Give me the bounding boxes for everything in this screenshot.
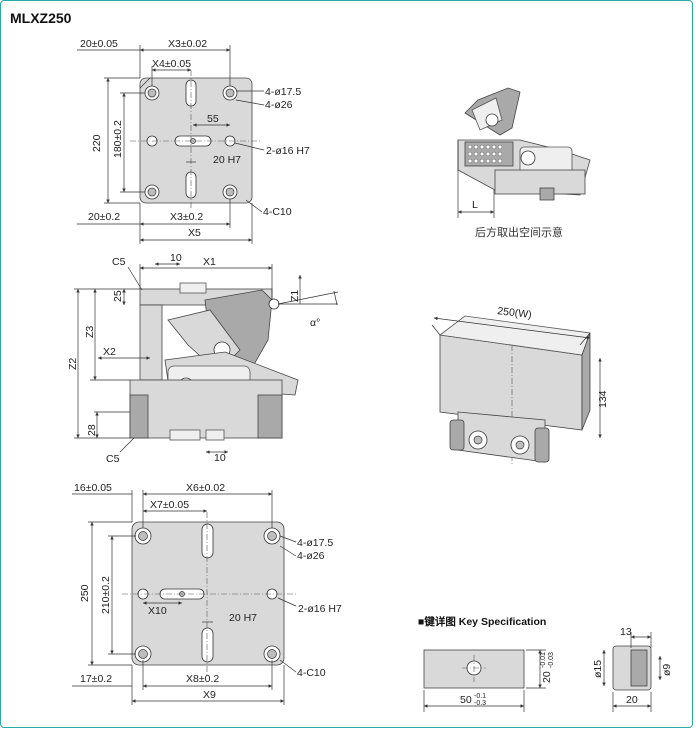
iso-view: 250(W) 134 xyxy=(431,305,609,465)
base-body xyxy=(129,379,283,439)
dim-10-top: 10 xyxy=(170,252,182,264)
dim-l: L xyxy=(472,199,478,211)
page-title: MLXZ250 xyxy=(10,10,72,26)
label-holes-17-5: 4-ø17.5 xyxy=(265,86,301,98)
dim-250w: 250(W) xyxy=(497,305,533,321)
label-chamfer: 4-C10 xyxy=(263,206,292,218)
key-side-20: 20 xyxy=(626,694,638,706)
dim-z1: Z1 xyxy=(289,290,301,302)
dim-z2: Z2 xyxy=(67,358,79,370)
label-chamfer-large: 4-C10 xyxy=(297,667,326,679)
dim-134: 134 xyxy=(597,390,609,408)
label-holes-26: 4-ø26 xyxy=(265,99,293,111)
dim-210: 210±0.2 xyxy=(100,576,112,614)
side-view: X1 10 C5 25 Z1 α° Z3 X2 Z2 28 C5 10 xyxy=(67,252,339,465)
dim-20-005: 20±0.05 xyxy=(80,38,118,50)
label-pin-holes-large: 2-ø16 H7 xyxy=(298,603,342,615)
dim-x7: X7±0.05 xyxy=(150,499,189,511)
key-height: 20 xyxy=(541,671,553,683)
dim-10-bottom: 10 xyxy=(214,452,226,464)
dim-17-02: 17±0.2 xyxy=(80,673,112,685)
key-side-d15: ø15 xyxy=(592,660,604,678)
dim-20-02: 20±0.2 xyxy=(88,211,120,223)
dim-x1: X1 xyxy=(203,256,216,268)
label-key-20h7: 20 H7 xyxy=(213,154,241,166)
label-holes-26-large: 4-ø26 xyxy=(297,550,325,562)
label-pin-holes: 2-ø16 H7 xyxy=(266,145,310,157)
dim-x10: X10 xyxy=(148,605,167,617)
key-side-d9: ø9 xyxy=(661,664,673,676)
slot-top xyxy=(201,523,214,559)
top-view-large: 16±0.05 X6±0.02 X7±0.05 250 210±0.2 4-ø1… xyxy=(72,482,342,705)
label-c5-top: C5 xyxy=(112,256,126,268)
dim-alpha: α° xyxy=(310,317,320,329)
dim-55: 55 xyxy=(207,113,219,125)
dim-x9: X9 xyxy=(203,689,216,701)
dim-25: 25 xyxy=(112,290,124,302)
dim-x6: X6±0.02 xyxy=(186,482,225,494)
rear-view: L 后方取出空间示意 xyxy=(457,87,591,239)
plate-outline-large xyxy=(131,521,285,666)
key-specification: ■键详图 Key Specification 50 -0.1 -0.3 20 -… xyxy=(418,615,673,712)
slot-bottom xyxy=(201,627,214,663)
rear-caption: 后方取出空间示意 xyxy=(475,225,563,239)
dim-28: 28 xyxy=(86,424,98,436)
key-height-tol-up: -0.01 xyxy=(540,652,547,668)
dim-250: 250 xyxy=(79,584,91,602)
key-height-tol-dn: -0.03 xyxy=(548,652,555,668)
label-c5-bottom: C5 xyxy=(106,453,120,465)
dim-x8: X8±0.2 xyxy=(186,673,219,685)
dim-z3: Z3 xyxy=(84,326,96,338)
dim-x5: X5 xyxy=(188,227,201,239)
dim-220: 220 xyxy=(91,134,103,152)
top-view-small: 20±0.05 X3±0.02 X4±0.05 220 180±0.2 55 4… xyxy=(77,38,310,244)
dim-x2: X2 xyxy=(103,346,116,358)
label-holes-17-5-large: 4-ø17.5 xyxy=(297,537,333,549)
key-length: 50 xyxy=(460,694,472,706)
key-side-13: 13 xyxy=(620,626,632,638)
dim-x3-002: X3±0.02 xyxy=(168,38,207,50)
key-spec-heading: ■键详图 Key Specification xyxy=(418,615,546,628)
dim-x3-02: X3±0.2 xyxy=(170,211,203,223)
dim-x4: X4±0.05 xyxy=(152,58,191,70)
key-length-tol-dn: -0.3 xyxy=(474,700,486,707)
dim-180: 180±0.2 xyxy=(112,120,124,158)
dim-16-005: 16±0.05 xyxy=(74,482,112,494)
key-length-tol-up: -0.1 xyxy=(474,693,486,700)
label-key-20h7-large: 20 H7 xyxy=(229,612,257,624)
